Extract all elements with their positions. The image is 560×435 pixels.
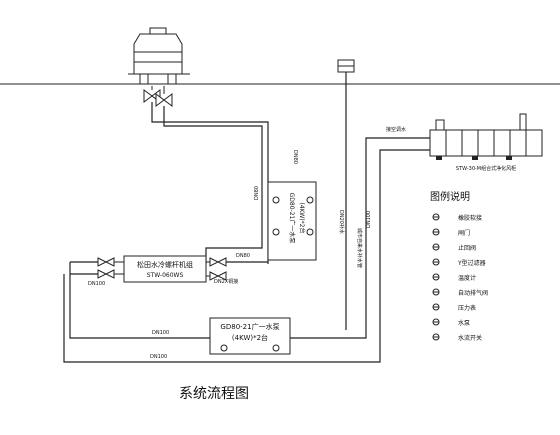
legend-label: 自动排气阀 [458, 289, 488, 297]
ahu-label: STW-30-M组合式净化风柜 [456, 165, 516, 172]
legend-label: 橡胶软接 [458, 214, 482, 222]
chilled-supply-pipe-2 [290, 137, 430, 339]
chiller-left-valves [70, 257, 124, 279]
pump-icon [432, 318, 440, 326]
pipe-label-dn100: DN100 [88, 281, 105, 287]
pipe-label-dn100: DN100 [150, 354, 167, 360]
y-strainer-icon [432, 258, 440, 266]
pipe-label-city-water: 城市自来水补水管 [356, 228, 363, 268]
pump-icon [272, 228, 280, 236]
legend-row: 压力表 [432, 303, 476, 312]
pump-icon [272, 196, 280, 204]
pump-icon [306, 196, 314, 204]
legend-row: 水流开关 [432, 333, 482, 342]
legend-row: 水泵 [432, 318, 470, 327]
pump-icon [272, 344, 280, 352]
legend-row: 橡胶软接 [432, 213, 482, 222]
legend-label: 闸门 [458, 229, 470, 237]
pipe-label-dn80: DN80 [254, 186, 260, 200]
tower-valves [143, 86, 173, 107]
gate-valve-icon [432, 228, 440, 236]
cooling-tower-icon [128, 27, 190, 85]
pipe-label-supply: DN20补水 [338, 210, 345, 234]
legend-row: 自动排气阀 [432, 288, 488, 297]
ahu-unit: STW-30-M组合式净化风柜 [429, 113, 543, 172]
legend-label: 温度计 [458, 274, 476, 282]
makeup-tank-icon [337, 59, 355, 330]
legend-row: 闸门 [432, 228, 470, 237]
chiller-name: 松田水冷螺杆机组 [137, 260, 193, 269]
pipe-label-dn100: DN100 [152, 330, 169, 336]
chilled-supply-pipe [63, 149, 430, 363]
chiller-model: STW-060WS [147, 272, 184, 279]
pressure-gauge-icon [432, 303, 440, 311]
lower-pump-line1: GD80-21广一水泵 [220, 322, 279, 331]
air-vent-icon [432, 288, 440, 296]
pipe-label-dn80: DN80 [236, 253, 250, 259]
chiller-unit: 松田水冷螺杆机组 STW-060WS [123, 255, 207, 283]
upper-pump-set: GD80-21广一水泵 (4KW)*2台 [267, 181, 317, 261]
lower-pump-line2: (4KW)*2台 [232, 333, 268, 342]
lower-pump-set: GD80-21广一水泵 (4KW)*2台 [209, 317, 291, 355]
diagram-title: 系统流程图 [179, 386, 249, 402]
pipe-label-dn80: DN80 [292, 150, 298, 164]
flow-switch-icon [432, 333, 440, 341]
legend-label: 压力表 [458, 304, 476, 312]
legend-label: 止回阀 [458, 244, 476, 252]
legend-row: 温度计 [432, 273, 476, 282]
chilled-return-pipe [69, 262, 210, 339]
flex-joint-icon [432, 213, 440, 221]
chiller-right-valves [206, 257, 268, 281]
legend-row: Y型过滤器 [432, 258, 486, 267]
legend-label: Y型过滤器 [457, 259, 486, 267]
pump-icon [220, 344, 228, 352]
thermometer-icon [432, 273, 440, 281]
pipe-label-dn2: DN2X铜接 [214, 278, 238, 285]
legend-label: 水泵 [458, 319, 470, 327]
legend-row: 止回阀 [432, 243, 476, 252]
tower-supply-pipe [163, 106, 263, 264]
upper-pump-line2: (4KW)*2台 [298, 203, 306, 234]
pipe-label-dn100: DN100 [366, 211, 372, 228]
upper-pump-line1: GD80-21广一水泵 [288, 193, 296, 244]
pump-icon [306, 228, 314, 236]
check-valve-icon [432, 243, 440, 251]
legend-title: 图例说明 [430, 190, 470, 203]
legend-label: 水流开关 [458, 334, 482, 342]
ahu-pipe-label: 接空调水 [386, 126, 406, 133]
